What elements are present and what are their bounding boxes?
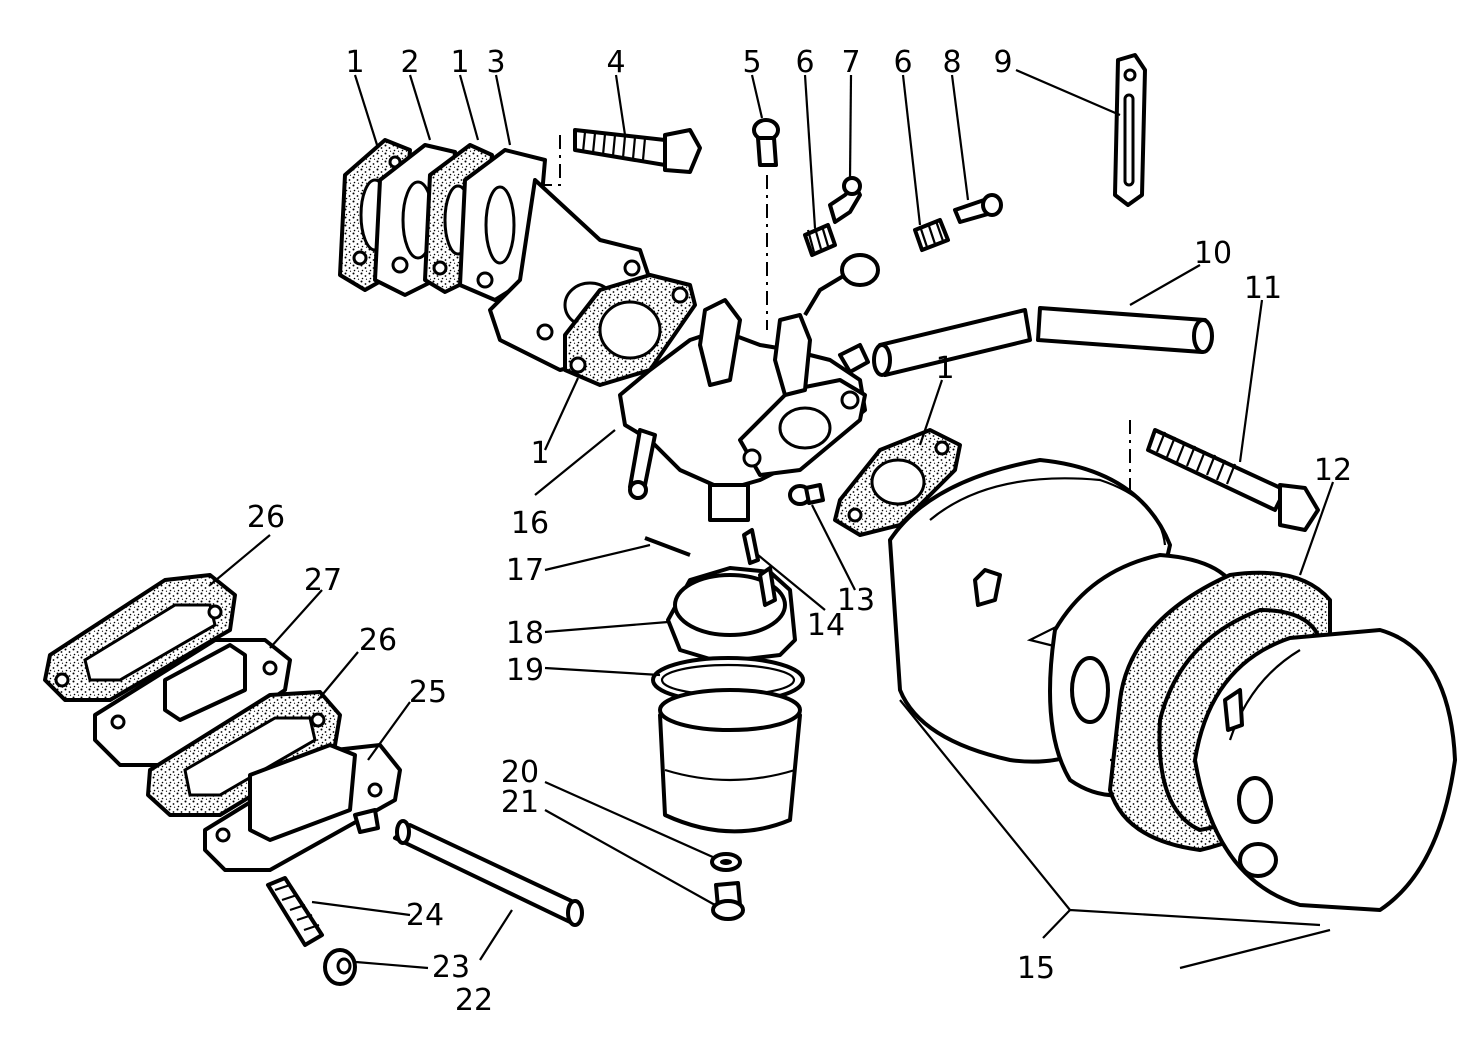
callout-label: 3 <box>486 45 505 80</box>
gasket-part <box>563 273 697 387</box>
callout-numbers: 1 2 1 3 4 5 6 7 6 8 9 10 11 12 1 1 16 13… <box>247 45 1352 1018</box>
air-cleaner-cover-part <box>1193 628 1457 912</box>
drain-screw-part <box>788 483 825 506</box>
callout-label: 10 <box>1194 236 1232 271</box>
callout-label: 6 <box>795 45 814 80</box>
callout-label: 17 <box>506 553 544 588</box>
callout-label: 1 <box>530 436 549 471</box>
callout-label: 4 <box>606 45 625 80</box>
callout-label: 9 <box>993 45 1012 80</box>
callout-label: 5 <box>742 45 761 80</box>
callout-label: 1 <box>450 45 469 80</box>
spring-part <box>913 218 950 252</box>
pump-stud-part <box>266 876 324 947</box>
float-needle-part <box>742 528 760 565</box>
callout-label: 24 <box>406 898 444 933</box>
callout-label: 25 <box>409 675 447 710</box>
callout-label: 6 <box>893 45 912 80</box>
callout-label: 23 <box>432 950 470 985</box>
long-bolt-part <box>1129 420 1320 532</box>
callout-label: 16 <box>511 506 549 541</box>
float-part <box>666 566 797 664</box>
bowl-bolt-part <box>711 881 745 921</box>
callout-label: 14 <box>807 608 845 643</box>
pump-gasket-part <box>146 690 342 817</box>
callout-label: 20 <box>501 755 539 790</box>
float-pin-part <box>644 536 691 557</box>
fuel-hose-part <box>872 306 1214 377</box>
fuel-pump-hose-part <box>393 819 584 927</box>
callout-label: 12 <box>1314 453 1352 488</box>
leader-lines <box>209 68 1335 970</box>
callout-label: 27 <box>304 563 342 598</box>
callout-label: 1 <box>345 45 364 80</box>
pump-gasket-part <box>43 573 237 702</box>
callout-label: 8 <box>942 45 961 80</box>
callout-label: 7 <box>841 45 860 80</box>
callout-label: 13 <box>837 583 875 618</box>
pump-nut-part <box>323 948 357 986</box>
spring-part <box>803 223 837 257</box>
manifold-bolt-part <box>540 128 702 186</box>
callout-label: 15 <box>1017 951 1055 986</box>
idle-screw-part <box>953 193 1003 224</box>
callout-label: 18 <box>506 616 544 651</box>
float-bowl-part <box>658 688 802 834</box>
pump-diaphragm-part <box>93 638 292 767</box>
gasket-part <box>833 428 962 537</box>
callout-label: 21 <box>501 785 539 820</box>
callout-label: 26 <box>247 500 285 535</box>
fuel-pump-cover-part <box>203 743 402 872</box>
callout-label: 19 <box>506 653 544 688</box>
callout-label: 22 <box>455 983 493 1018</box>
callout-label: 26 <box>359 623 397 658</box>
bowl-washer-part <box>710 852 742 872</box>
choke-link-part <box>1113 53 1147 207</box>
callout-label: 1 <box>935 351 954 386</box>
pilot-screw-part <box>828 176 862 224</box>
callout-label: 11 <box>1244 271 1282 306</box>
throttle-screw-part <box>752 118 780 330</box>
callout-label: 2 <box>400 45 419 80</box>
carburetor-body-part <box>618 253 880 522</box>
